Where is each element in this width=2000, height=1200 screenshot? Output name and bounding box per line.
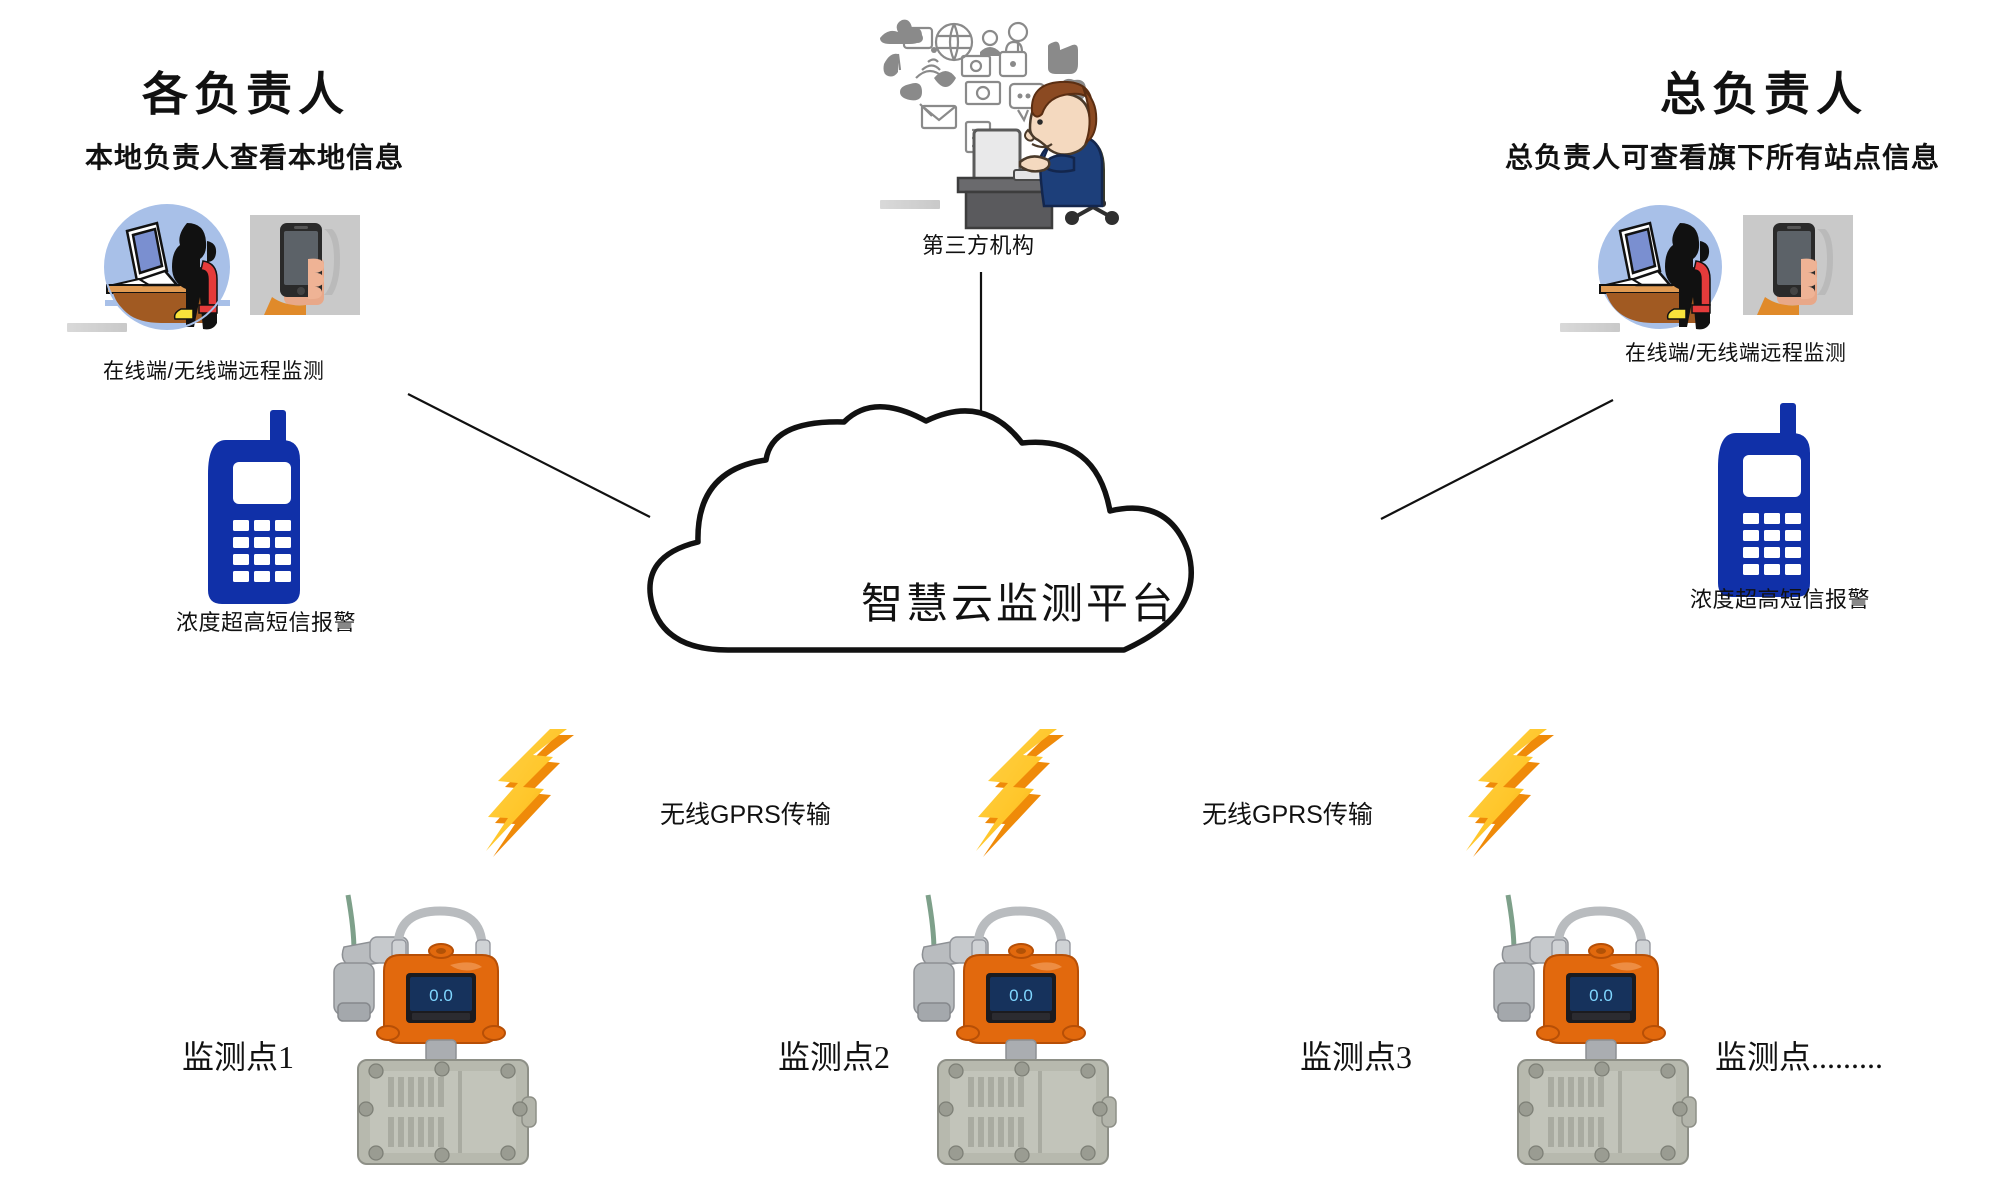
cloud-label: 智慧云监测平台 [861,580,1177,627]
person-at-computer-icon [95,204,240,330]
line-right-to-cloud [1380,399,1614,520]
monitor-point-1-label: 监测点1 [182,1039,295,1075]
page-title-right: 总负责人 [1660,68,1868,120]
hand-holding-phone-icon [250,215,360,315]
gas-detector-device: 0.0 [300,885,560,1170]
hand-holding-phone-icon [1743,215,1853,315]
left-icon-shadow-bar [67,323,127,332]
monitor-point-more-label: 监测点......... [1715,1039,1884,1075]
page-subtitle-right: 总负责人可查看旗下所有站点信息 [1505,142,1941,173]
right-sms-phone-icon [1718,403,1828,603]
left-sms-phone-icon [208,410,318,610]
monitor-point-3-label: 监测点3 [1300,1039,1413,1075]
right-sms-caption: 浓度超高短信报警 [1690,587,1871,612]
device-reading: 0.0 [429,986,453,1005]
lightning-bolt-icon [480,725,590,857]
page-title-left: 各负责人 [142,68,350,120]
gprs-label-2: 无线GPRS传输 [1202,801,1373,829]
page-subtitle-left: 本地负责人查看本地信息 [85,142,405,173]
lightning-bolt-icon [1460,725,1570,857]
lightning-bolt-icon [970,725,1080,857]
left-sms-caption: 浓度超高短信报警 [176,610,357,635]
right-monitor-caption: 在线端/无线端远程监测 [1625,342,1847,365]
device-reading: 0.0 [1589,986,1613,1005]
third-party-shadow-bar [880,200,940,209]
monitor-point-2-label: 监测点2 [778,1039,891,1075]
third-party-label: 第三方机构 [922,233,1035,258]
third-party-worker-icon [862,10,1122,230]
gas-detector-device: 0.0 [880,885,1140,1170]
device-reading: 0.0 [1009,986,1033,1005]
person-at-computer-icon [1588,205,1733,330]
cloud-shape [620,404,1410,660]
left-monitor-caption: 在线端/无线端远程监测 [103,360,325,383]
gas-detector-device: 0.0 [1460,885,1720,1170]
line-left-to-cloud [407,393,651,518]
gprs-label-1: 无线GPRS传输 [660,801,831,829]
right-icon-shadow-bar [1560,323,1620,332]
